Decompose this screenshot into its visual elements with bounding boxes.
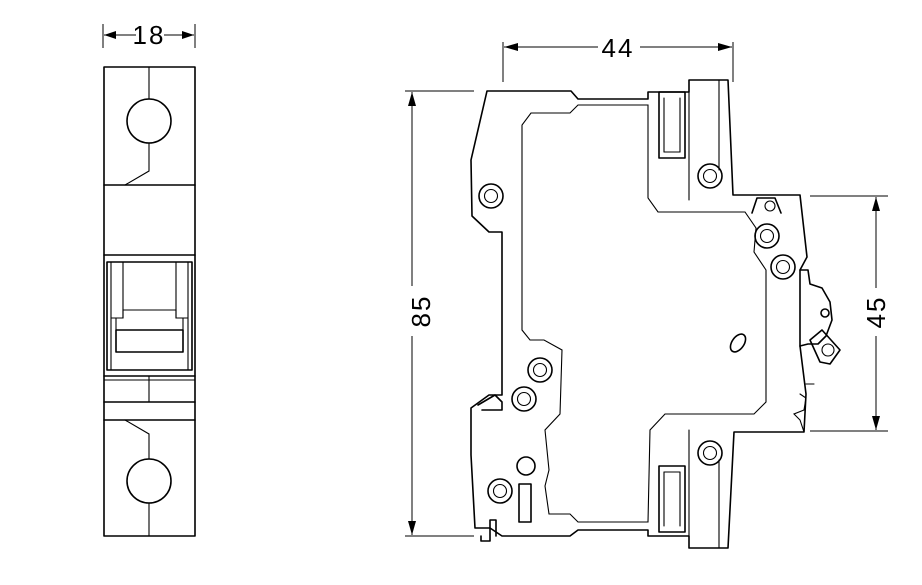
lower-band	[103, 375, 196, 421]
side-view: 44 85 45	[405, 33, 891, 549]
inner-cavity	[521, 104, 767, 523]
top-terminal-slot	[658, 79, 720, 201]
side-details	[477, 197, 782, 542]
front-body-outline	[103, 66, 196, 537]
dimension-label-44: 44	[602, 33, 635, 63]
dimension-18: 18	[102, 20, 196, 50]
bottom-clip	[477, 394, 503, 411]
toggle-mechanism	[793, 269, 841, 433]
indicator-slot	[729, 333, 747, 353]
toggle-window	[103, 254, 196, 371]
bottom-terminal-slot	[658, 429, 720, 549]
rivets	[478, 163, 796, 504]
lower-slot	[518, 483, 532, 523]
din-clip	[480, 519, 497, 542]
toggle-handle	[809, 329, 841, 365]
top-terminal	[103, 66, 196, 186]
front-view: 18	[102, 20, 196, 537]
dimension-label-85: 85	[406, 295, 436, 328]
dimension-85: 85	[405, 90, 474, 537]
dimension-label-18: 18	[133, 20, 166, 50]
bottom-terminal	[124, 419, 172, 537]
toggle-lever	[115, 329, 184, 353]
side-housing-outline	[470, 79, 808, 549]
dimension-label-45: 45	[861, 296, 891, 329]
dimension-44: 44	[502, 33, 734, 82]
top-latch	[751, 197, 782, 214]
dimension-45: 45	[810, 195, 891, 432]
